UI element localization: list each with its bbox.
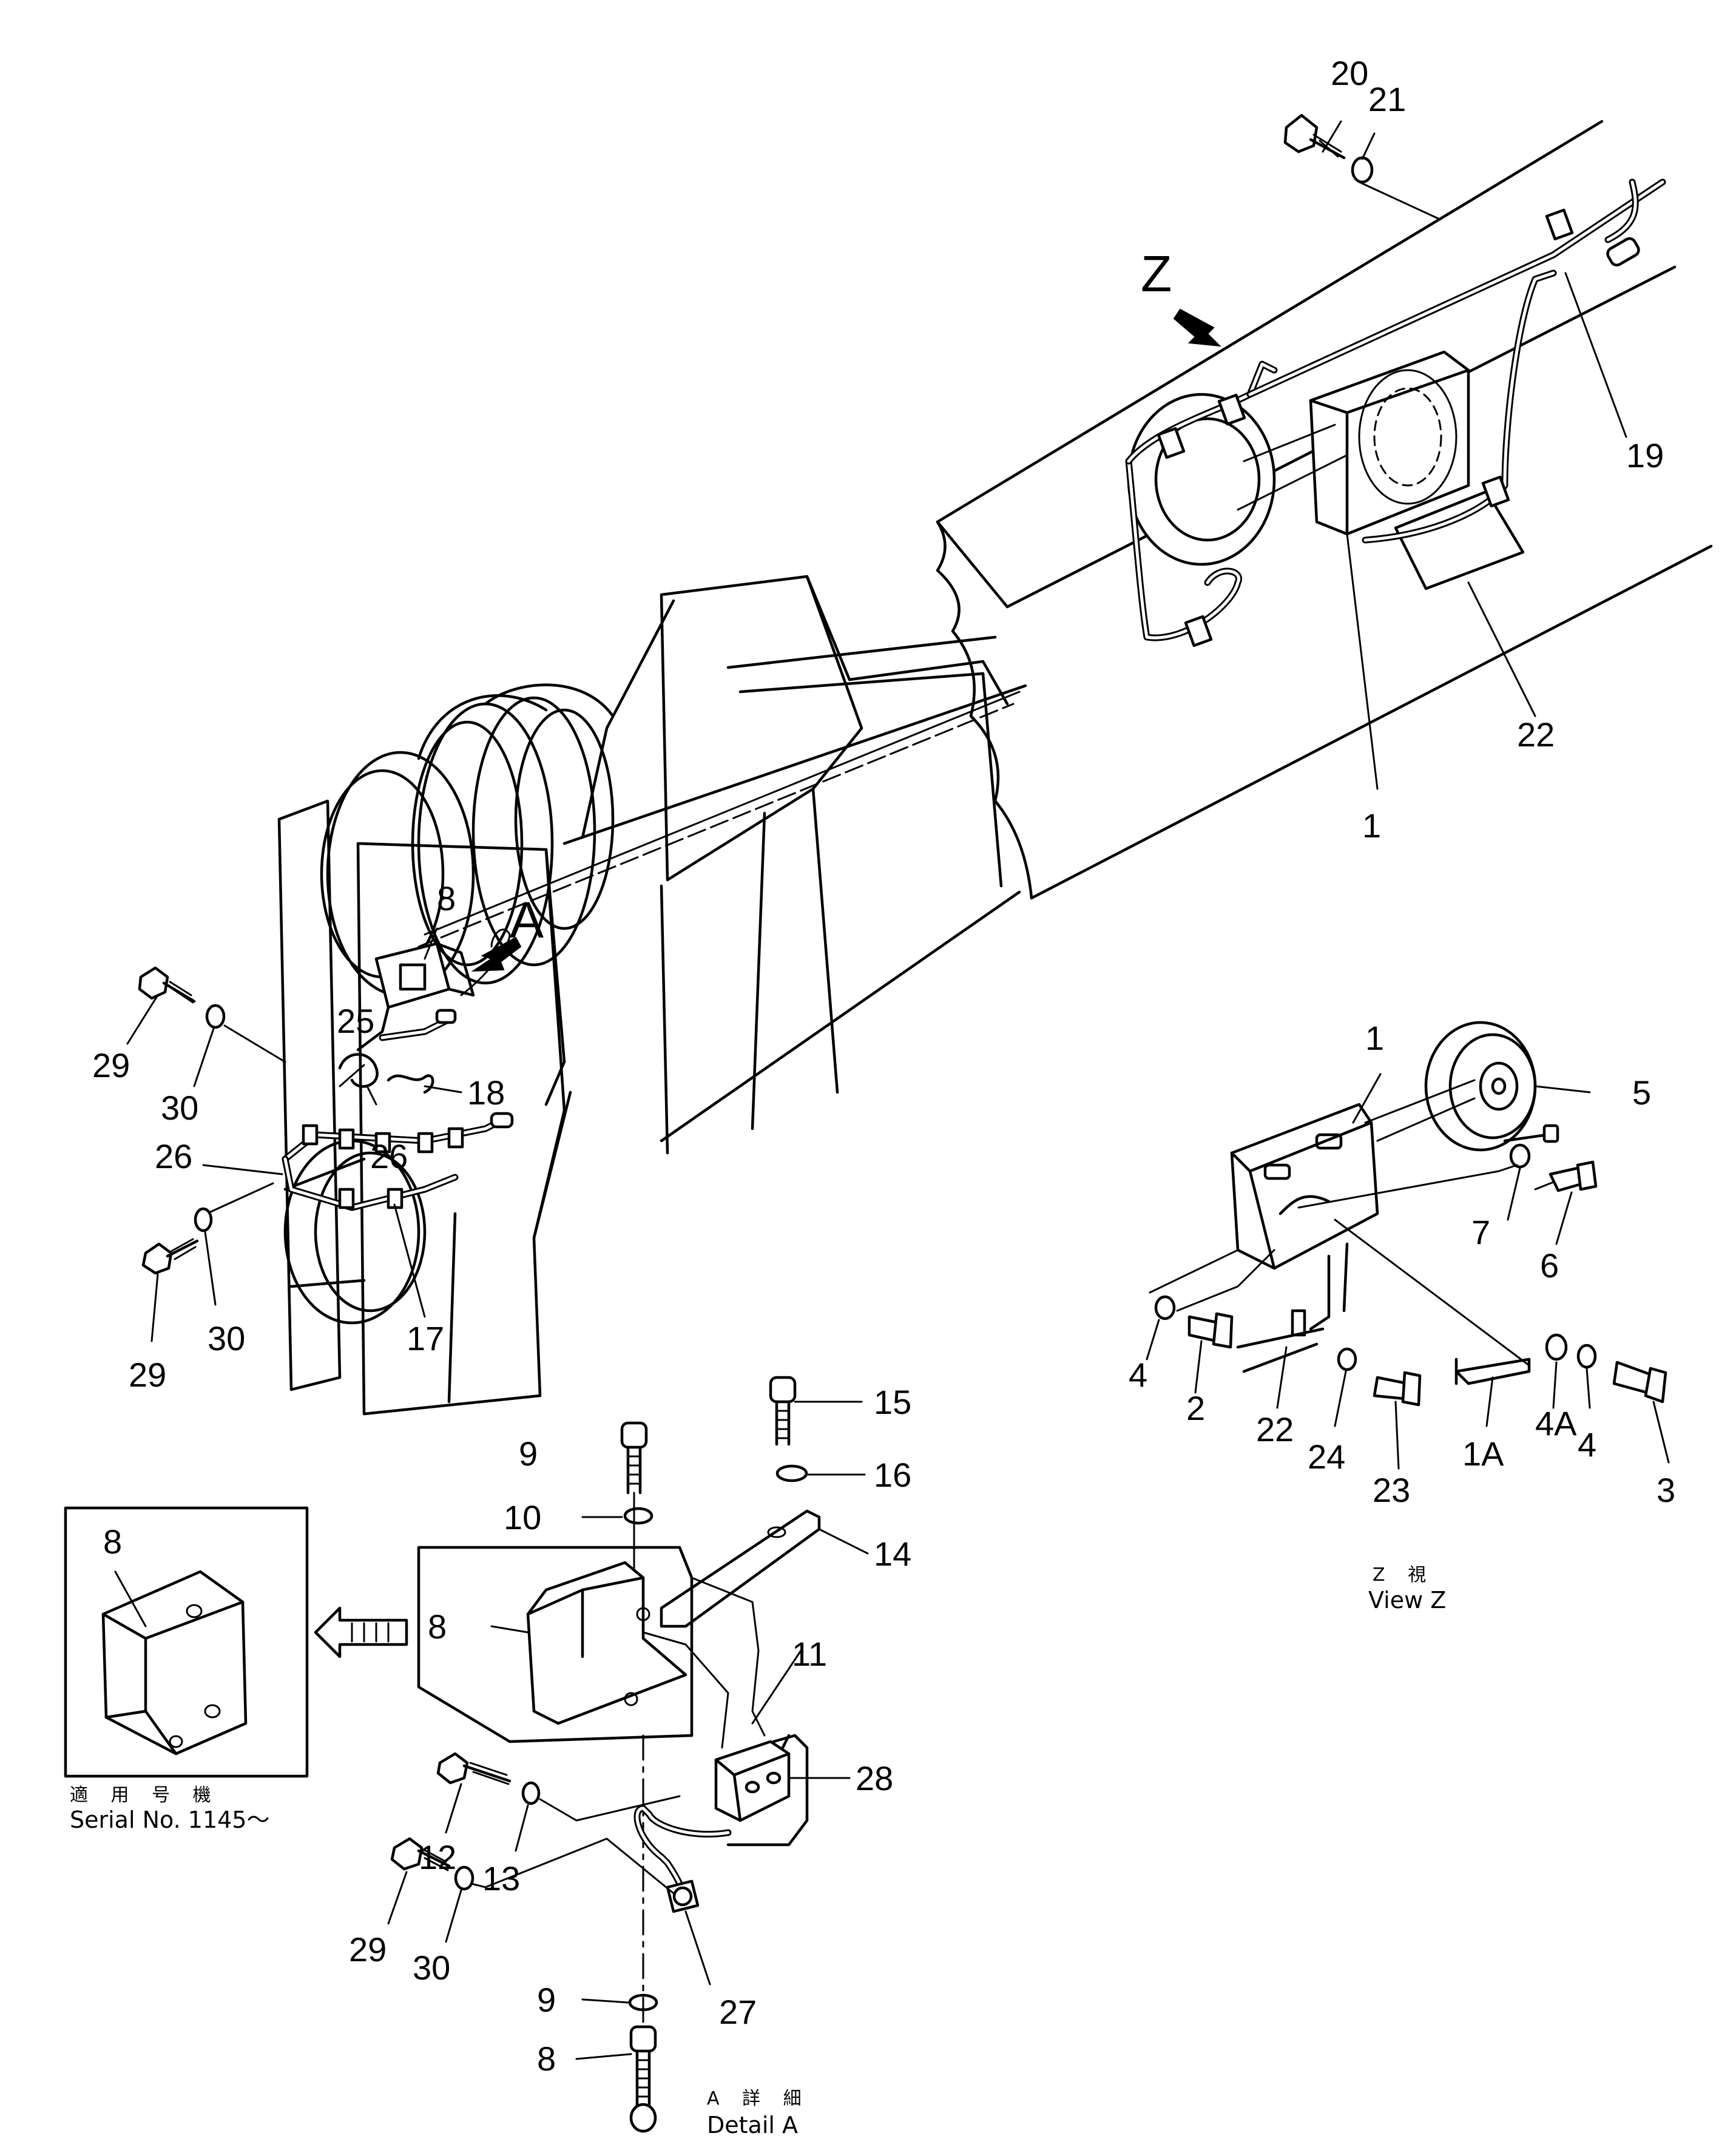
callout-29-b: 29: [129, 1356, 166, 1394]
callout-22: 22: [1517, 715, 1555, 754]
serial-inset: [64, 1506, 408, 1778]
callout-A: A: [510, 891, 544, 948]
detail-a-caption: Detail A: [707, 2112, 798, 2138]
boom-assembly: [277, 120, 1713, 1416]
view-z-callout-23: 23: [1373, 1471, 1410, 1509]
serial-caption-jp: 適 用 号 機: [70, 1785, 220, 1806]
view-z-callout-6: 6: [1540, 1246, 1559, 1285]
callout-1: 1: [1362, 806, 1381, 845]
detail-a-callout-9-top: 9: [519, 1435, 538, 1473]
callout-29-a: 29: [92, 1046, 130, 1084]
detail-a: [387, 1376, 869, 2133]
detail-a-callout-13: 13: [482, 1859, 520, 1898]
detail-a-callout-16: 16: [874, 1456, 911, 1494]
detail-a-caption-jp: A 詳 細: [707, 2088, 810, 2109]
detail-a-callout-10: 10: [504, 1498, 541, 1536]
view-z-callout-1A: 1A: [1462, 1435, 1504, 1473]
view-z-callout-3: 3: [1657, 1471, 1675, 1509]
detail-a-callout-11: 11: [792, 1635, 827, 1673]
detail-a-callout-30: 30: [413, 1949, 450, 1987]
view-z-callout-4A: 4A: [1535, 1404, 1577, 1442]
view-z-callout-7: 7: [1471, 1213, 1490, 1251]
detail-a-callout-29: 29: [349, 1930, 387, 1969]
view-z: [1146, 1021, 1670, 1470]
detail-a-callout-12: 12: [419, 1838, 456, 1876]
serial-inset-callout-8: 8: [103, 1523, 122, 1561]
view-z-caption-jp: Z 視: [1373, 1564, 1434, 1586]
serial-caption: Serial No. 1145～: [70, 1807, 269, 1833]
callout-17: 17: [407, 1319, 444, 1357]
detail-a-callout-8: 8: [428, 1607, 447, 1646]
callout-26-a: 26: [155, 1137, 192, 1175]
callout-30-a: 30: [161, 1089, 198, 1127]
callout-20: 20: [1331, 54, 1368, 92]
detail-a-callout-9-bot: 9: [537, 1981, 556, 2019]
view-z-caption: View Z: [1368, 1587, 1446, 1614]
view-z-callout-22: 22: [1256, 1410, 1294, 1448]
view-z-callout-24: 24: [1308, 1438, 1345, 1476]
detail-a-callout-14: 14: [874, 1535, 911, 1573]
callout-30-b: 30: [208, 1319, 245, 1357]
detail-a-callout-8-bot: 8: [537, 2040, 556, 2078]
switch-install: [126, 927, 522, 1342]
callout-21: 21: [1368, 80, 1406, 118]
callout-26-b: 26: [370, 1137, 408, 1175]
view-z-callout-2: 2: [1186, 1389, 1205, 1427]
view-z-callout-1: 1: [1365, 1019, 1384, 1057]
callout-8: 8: [437, 879, 456, 918]
callout-18: 18: [467, 1073, 505, 1112]
callout-Z: Z: [1141, 245, 1172, 302]
view-z-callout-4-b: 4: [1578, 1425, 1596, 1464]
detail-a-callout-28: 28: [856, 1759, 893, 1797]
view-z-callout-5: 5: [1632, 1073, 1651, 1112]
callout-labels: 20 21 Z 19 22 1 A 8 25 18 26 26 17 29 30…: [92, 54, 1675, 2078]
reel-install: [1125, 113, 1666, 790]
detail-a-callout-27: 27: [719, 1993, 757, 2031]
callout-19: 19: [1626, 436, 1664, 475]
callout-25: 25: [337, 1002, 374, 1040]
detail-a-callout-15: 15: [874, 1383, 911, 1421]
view-z-callout-4-a: 4: [1129, 1356, 1147, 1394]
captions: Z 視 View Z A 詳 細 Detail A 適 用 号 機 Serial…: [70, 1564, 1446, 2138]
